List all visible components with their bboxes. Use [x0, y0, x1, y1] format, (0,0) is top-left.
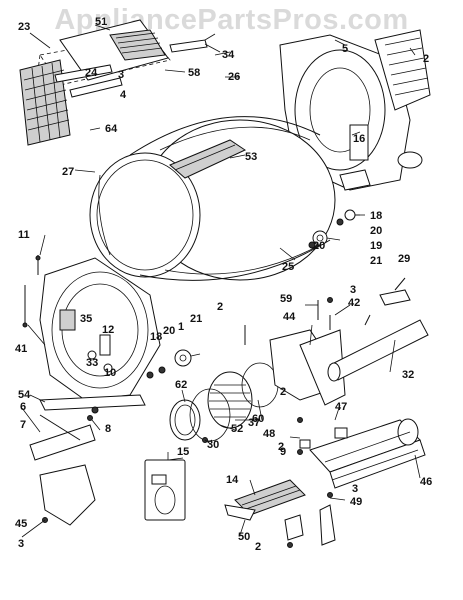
label-11: 11 — [18, 229, 30, 241]
label-58: 58 — [188, 67, 200, 79]
label-32: 32 — [402, 369, 414, 381]
label-47: 47 — [335, 401, 347, 413]
label-1: 1 — [178, 321, 184, 333]
label-49: 49 — [350, 496, 362, 508]
label-45: 45 — [15, 518, 27, 530]
label-18: 18 — [370, 210, 382, 222]
label-3-bottom: 3 — [18, 538, 24, 550]
label-52: 52 — [231, 423, 243, 435]
label-59: 59 — [280, 293, 292, 305]
label-2-blower: 2 — [280, 386, 286, 398]
leader-lines — [21, 24, 421, 538]
label-50: 50 — [238, 531, 250, 543]
label-14: 14 — [226, 474, 239, 486]
screws — [87, 297, 333, 455]
label-3-mid: 3 — [350, 284, 356, 296]
blower-assembly — [169, 300, 429, 442]
label-4: 4 — [120, 89, 127, 101]
label-53: 53 — [245, 151, 257, 163]
label-46: 46 — [420, 476, 432, 488]
label-5: 5 — [342, 43, 348, 55]
label-19: 19 — [370, 240, 382, 252]
label-15: 15 — [177, 446, 189, 458]
label-2-low: 2 — [278, 441, 284, 453]
label-3-top: 3 — [118, 69, 124, 81]
label-6: 6 — [20, 401, 26, 413]
label-7: 7 — [20, 419, 26, 431]
label-21: 21 — [370, 255, 382, 267]
part-labels: 23 51 4 34 58 24 3 26 64 27 53 5 2 16 18… — [15, 16, 432, 553]
heater-element — [224, 479, 336, 548]
label-41: 41 — [15, 343, 27, 355]
label-26: 26 — [228, 71, 240, 83]
rear-bulkhead — [279, 29, 431, 191]
label-2-top: 2 — [423, 53, 429, 65]
label-33: 33 — [86, 357, 98, 369]
label-24: 24 — [85, 67, 98, 79]
label-3-right: 3 — [352, 483, 358, 495]
label-37: 37 — [248, 417, 260, 429]
label-20-right: 20 — [313, 240, 325, 252]
drum-rollers — [308, 209, 365, 249]
label-51: 51 — [95, 16, 107, 28]
drum — [89, 116, 336, 281]
lint-filter-group — [19, 19, 221, 146]
label-48: 48 — [263, 428, 275, 440]
label-42: 42 — [348, 297, 360, 309]
front-roller-group — [146, 349, 201, 379]
label-20-front: 20 — [163, 325, 175, 337]
label-30: 30 — [207, 439, 219, 451]
label-2-mid: 2 — [217, 301, 223, 313]
label-9: 9 — [280, 446, 286, 458]
label-16: 16 — [353, 133, 365, 145]
label-60: 60 — [252, 413, 264, 425]
label-34: 34 — [222, 49, 235, 61]
bracket — [364, 277, 411, 326]
label-35: 35 — [80, 313, 92, 325]
label-20: 20 — [370, 225, 382, 237]
label-27: 27 — [62, 166, 74, 178]
label-21-front: 21 — [190, 313, 202, 325]
heater-box — [299, 418, 426, 489]
label-12: 12 — [102, 324, 114, 336]
thermostat-group — [144, 452, 186, 521]
label-44: 44 — [283, 311, 296, 323]
front-bulkhead — [22, 255, 161, 401]
label-18-front: 18 — [150, 331, 162, 343]
toe-panel — [29, 394, 146, 526]
label-64: 64 — [105, 123, 118, 135]
label-29: 29 — [398, 253, 410, 265]
label-62: 62 — [175, 379, 187, 391]
label-23: 23 — [18, 21, 30, 33]
label-54: 54 — [18, 389, 31, 401]
label-2-bottom: 2 — [255, 541, 261, 553]
label-10: 10 — [104, 367, 116, 379]
label-25: 25 — [282, 261, 294, 273]
label-8: 8 — [105, 423, 111, 435]
